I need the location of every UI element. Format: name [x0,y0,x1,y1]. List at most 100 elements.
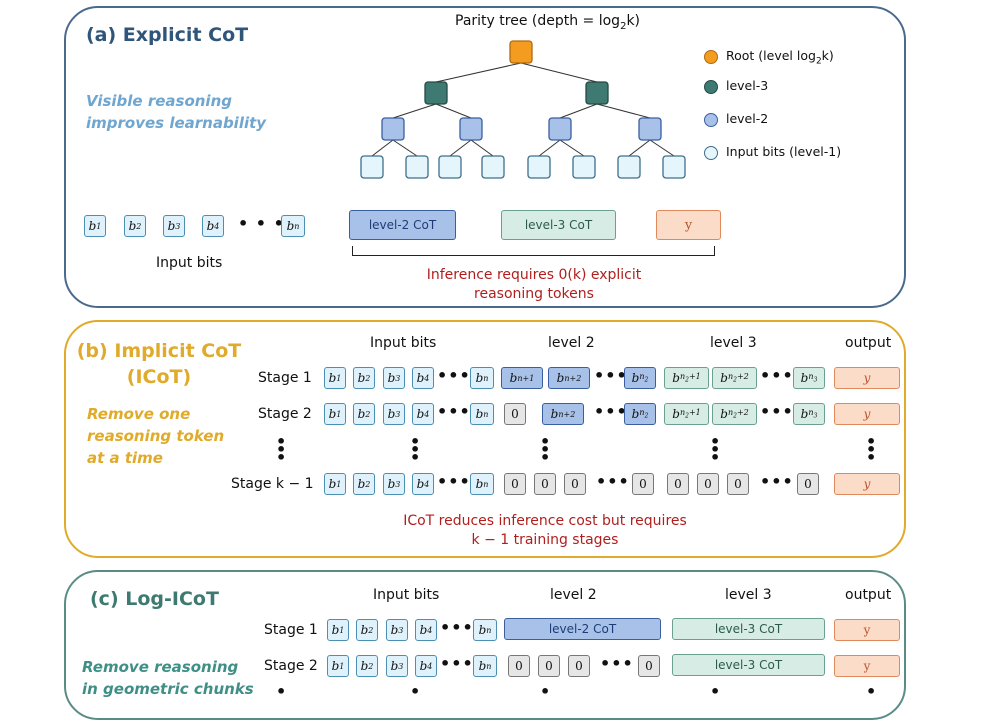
ellipsis: ••• [437,402,471,421]
tree-edge [470,139,494,157]
header-level2: level 2 [548,335,595,351]
note-line: improves learnability [86,114,267,132]
ellipsis: • • • [238,214,285,233]
ellipsis: ••• [760,402,794,421]
zero-token: 0 [638,655,660,677]
output-y-box: y [834,367,900,389]
vertical-ellipsis: ••• [540,432,551,467]
header-output: output [845,587,892,603]
tree-edge [628,139,651,157]
vertical-ellipsis: • [410,682,421,701]
header-input-bits: Input bits [373,587,440,603]
vertical-ellipsis: ••• [710,432,721,467]
output-y-box: y [834,473,900,495]
note-line: Visible reasoning [86,92,232,110]
tree-edge [371,139,394,157]
parity-tree [360,40,686,179]
legend-level2-swatch [704,113,718,127]
zero-token: 0 [504,473,526,495]
vertical-ellipsis: • [710,682,721,701]
level3-cot-box: level-3 CoT [672,618,825,640]
vertical-ellipsis: ••• [276,432,287,467]
tree-title: Parity tree (depth = log2k) [455,13,640,32]
ellipsis: ••• [437,472,471,491]
tree-input-node [438,155,462,179]
legend-root-swatch [704,50,718,64]
tree-input-node [481,155,505,179]
zero-token: 0 [508,655,530,677]
note-line: reasoning token [87,427,225,445]
inference-line: Inference requires 0(k) explicit [426,267,642,283]
zero-token: 0 [538,655,560,677]
tree-root-node [509,40,533,64]
legend-root-label: Root (level log2k) [726,48,834,67]
ellipsis: ••• [600,654,634,673]
header-level3: level 3 [725,587,772,603]
title-line: (b) Implicit CoT [76,340,242,362]
tree-level3-node [424,81,448,105]
header-input-bits: Input bits [370,335,437,351]
tree-level2-node [381,117,405,141]
tree-edge [538,139,561,157]
vertical-ellipsis: ••• [866,432,877,467]
panel-c-note: Remove reasoning in geometric chunks [82,656,254,700]
stage-label: Stage 2 [258,406,312,422]
ellipsis: ••• [437,366,471,385]
bracket [352,246,715,256]
header-level2: level 2 [550,587,597,603]
panel-a-note: Visible reasoning improves learnability [86,90,266,134]
tree-input-node [405,155,429,179]
header-level3: level 3 [710,335,757,351]
tree-level2-node [548,117,572,141]
note-line: Remove one [87,405,191,423]
tree-input-node [360,155,384,179]
zero-token: 0 [564,473,586,495]
tree-title-tail: k) [626,13,641,29]
tree-input-node [572,155,596,179]
icot-footer: ICoT reduces inference cost but requires… [360,512,730,550]
legend-level2-label: level-2 [726,111,769,126]
header-output: output [845,335,892,351]
panel-implicit-cot [64,320,906,558]
ellipsis: ••• [440,618,474,637]
zero-token: 0 [667,473,689,495]
ellipsis: ••• [760,472,794,491]
ellipsis: ••• [596,472,630,491]
vertical-ellipsis: • [866,682,877,701]
tree-edge [649,139,675,157]
tree-edge [596,103,651,119]
panel-c-title: (c) Log-ICoT [90,588,219,610]
note-line: in geometric chunks [82,680,254,698]
zero-token: 0 [504,403,526,425]
ellipsis: ••• [440,654,474,673]
zero-token: 0 [797,473,819,495]
tree-input-node [617,155,641,179]
tree-input-node [527,155,551,179]
inference-note: Inference requires 0(k) explicit reasoni… [374,266,694,304]
